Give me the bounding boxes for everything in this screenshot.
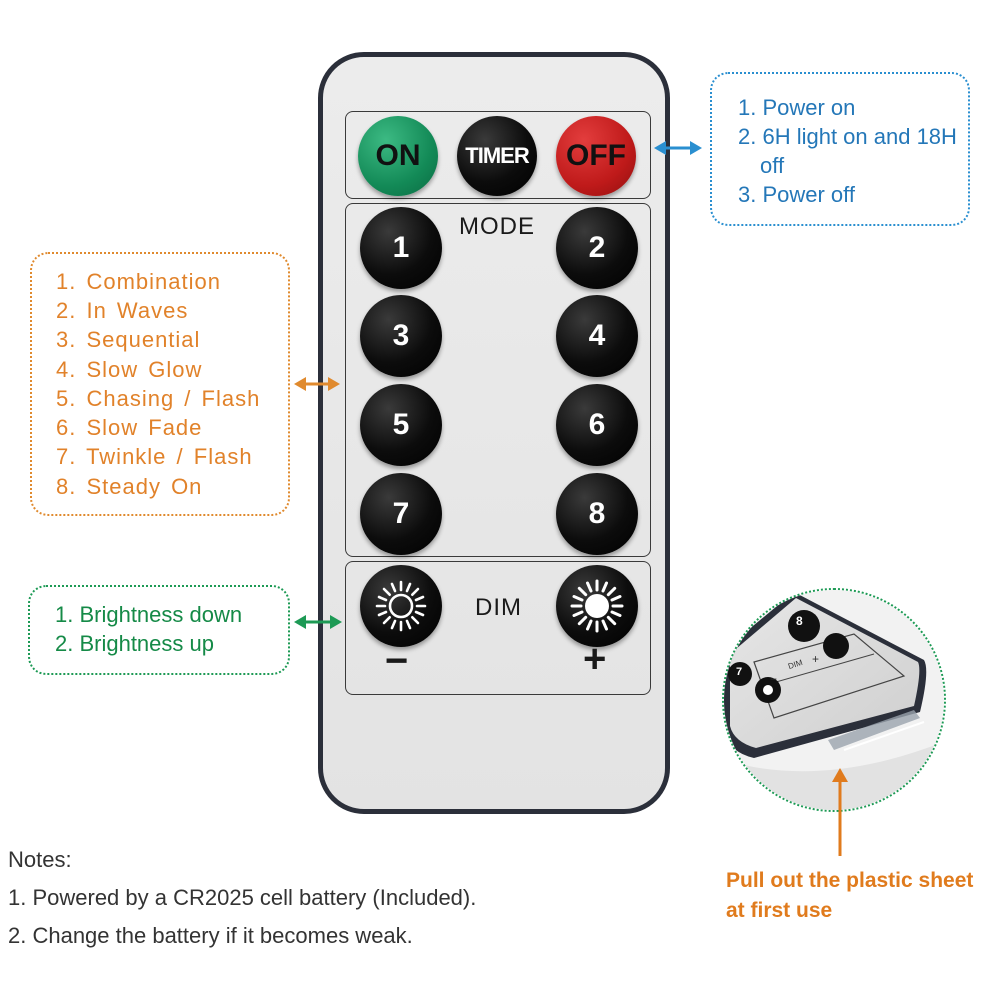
remote-control: ON TIMER OFF MODE 1 2 3 4 5 6 7 8 DIM [318,52,670,814]
battery-tab-photo: 8 7 DIM − + [722,588,946,812]
dim-minus-sign: − [385,639,409,683]
pull-line-1: Pull out the plastic sheet [726,869,974,892]
mode-line-3: 3. Sequential [56,327,201,352]
mode-button-5[interactable]: 5 [360,384,442,466]
notes-item-2: 2. Change the battery if it becomes weak… [8,923,413,948]
inset-plus: + [812,652,820,666]
mode-line-6: 6. Slow Fade [56,415,203,440]
mode-panel [345,203,651,557]
mode-callout: 1. Combination 2. In Waves 3. Sequential… [30,252,290,516]
power-arrow-icon [654,141,702,155]
mode-button-6[interactable]: 6 [556,384,638,466]
mode-line-8: 8. Steady On [56,474,203,499]
mode-button-1[interactable]: 1 [360,207,442,289]
dim-panel [345,561,651,695]
remote-corner-illustration [724,590,944,810]
dim-down-button[interactable] [360,565,442,647]
mode-line-2: 2. In Waves [56,298,189,323]
power-panel [345,111,651,199]
timer-button[interactable]: TIMER [457,116,537,196]
power-line-2: 2. 6H light on and 18H [738,124,957,149]
mode-line-1: 1. Combination [56,269,221,294]
mode-arrow-icon [294,377,340,391]
mode-button-4[interactable]: 4 [556,295,638,377]
power-line-1: 1. Power on [738,95,856,120]
mode-button-2[interactable]: 2 [556,207,638,289]
inset-number-8: 8 [796,614,803,628]
mode-line-7: 7. Twinkle / Flash [56,444,253,469]
pull-arrow-icon [832,768,848,856]
mode-button-3[interactable]: 3 [360,295,442,377]
inset-minus: − [770,672,778,686]
dim-arrow-icon [294,615,342,629]
mode-button-7[interactable]: 7 [360,473,442,555]
dim-up-button[interactable] [556,565,638,647]
dim-callout: 1. Brightness down 2. Brightness up [28,585,290,675]
notes-title: Notes: [8,847,72,872]
mode-button-8[interactable]: 8 [556,473,638,555]
dim-line-1: 1. Brightness down [55,602,243,627]
mode-line-5: 5. Chasing / Flash [56,386,261,411]
power-line-4: 3. Power off [738,182,855,207]
inset-number-7: 7 [736,666,743,678]
dim-line-2: 2. Brightness up [55,631,214,656]
power-line-3: off [760,153,785,178]
mode-label: MODE [459,213,535,240]
on-button[interactable]: ON [358,116,438,196]
sun-dim-icon [375,580,427,632]
mode-line-4: 4. Slow Glow [56,357,203,382]
dim-label: DIM [475,594,522,621]
off-button[interactable]: OFF [556,116,636,196]
dim-plus-sign: + [583,637,607,681]
notes-item-1: 1. Powered by a CR2025 cell battery (Inc… [8,885,477,910]
power-callout: 1. Power on 2. 6H light on and 18H off 3… [710,72,970,226]
sun-bright-icon [570,579,624,633]
notes-section: Notes: 1. Powered by a CR2025 cell batte… [8,841,476,955]
pull-line-2: at first use [726,899,833,922]
pull-tab-instruction: Pull out the plastic sheet at first use [726,866,973,926]
